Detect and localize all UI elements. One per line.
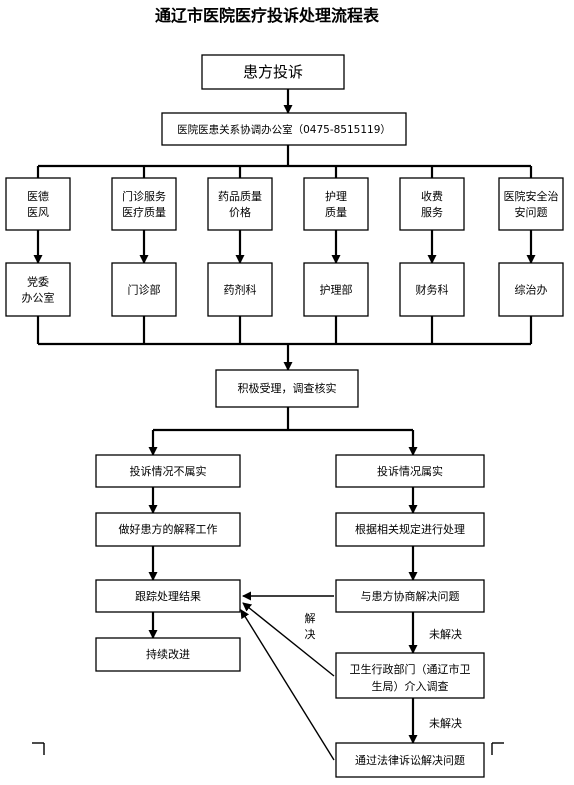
department-5-line-1: 财务科	[416, 283, 449, 297]
category-2-line-2: 医疗质量	[122, 205, 166, 219]
category-2-line-1: 门诊服务	[122, 189, 166, 203]
category-3-line-1: 药品质量	[218, 190, 262, 203]
unresolved-label-2: 未解决	[429, 716, 462, 730]
true-label: 投诉情况属实	[377, 464, 443, 478]
resolved-label-1: 解	[305, 611, 316, 625]
department-4-line-1: 护理部	[320, 283, 353, 297]
department-6-line-1: 综治办	[515, 283, 548, 297]
department-1-line-2: 办公室	[22, 291, 55, 305]
category-3-line-2: 价格	[229, 205, 251, 219]
connectors	[38, 89, 531, 761]
health-dept-line-2: 生局）介入调查	[372, 679, 449, 693]
true-box	[335, 454, 485, 488]
start-label: 患方投诉	[243, 63, 303, 81]
explain-box	[95, 512, 241, 547]
lawsuit-box	[335, 742, 485, 778]
not-true-label: 投诉情况不属实	[130, 464, 207, 478]
accept-box	[215, 369, 359, 408]
explain-label: 做好患方的解释工作	[119, 522, 218, 536]
category-box-6	[498, 177, 564, 231]
improve-box	[95, 637, 241, 672]
category-6-line-2: 安问题	[515, 205, 548, 219]
category-4-line-1: 护理	[325, 189, 347, 203]
department-box-5	[399, 262, 465, 317]
track-box	[95, 579, 241, 613]
category-box-1	[5, 177, 71, 231]
office-label: 医院医患关系协调办公室（0475-8515119）	[177, 123, 391, 136]
handle-label: 根据相关规定进行处理	[355, 522, 465, 536]
department-3-line-1: 药剂科	[224, 283, 257, 297]
category-box-2	[111, 177, 177, 231]
health-dept-box	[335, 652, 485, 699]
unresolved-label-1: 未解决	[429, 627, 462, 641]
page-corner-marks	[32, 742, 504, 755]
category-box-4	[303, 177, 369, 231]
office-box	[161, 112, 407, 146]
track-label: 跟踪处理结果	[135, 589, 201, 603]
category-1-line-2: 医风	[27, 206, 49, 219]
department-2-line-1: 门诊部	[128, 283, 161, 297]
not-true-box	[95, 454, 241, 488]
department-box-3	[207, 262, 273, 317]
diagram-title: 通辽市医院医疗投诉处理流程表	[155, 6, 380, 25]
category-4-line-2: 质量	[325, 206, 347, 219]
handle-box	[335, 512, 485, 547]
negotiate-box	[335, 579, 485, 613]
start-box	[201, 54, 345, 90]
negotiate-label: 与患方协商解决问题	[361, 589, 460, 603]
category-6-line-1: 医院安全治	[504, 189, 559, 203]
category-5-line-2: 服务	[421, 206, 443, 219]
resolved-label-2: 决	[305, 628, 316, 641]
category-5-line-1: 收费	[421, 189, 443, 203]
category-1-line-1: 医德	[27, 189, 49, 203]
department-1-line-1: 党委	[27, 276, 49, 289]
category-box-5	[399, 177, 465, 231]
department-box-1	[5, 262, 71, 317]
category-box-3	[207, 177, 273, 231]
health-dept-line-1: 卫生行政部门（通辽市卫	[350, 662, 471, 676]
lawsuit-label: 通过法律诉讼解决问题	[355, 753, 465, 767]
department-box-4	[303, 262, 369, 317]
improve-label: 持续改进	[146, 647, 190, 661]
accept-label: 积极受理，调查核实	[238, 381, 337, 395]
